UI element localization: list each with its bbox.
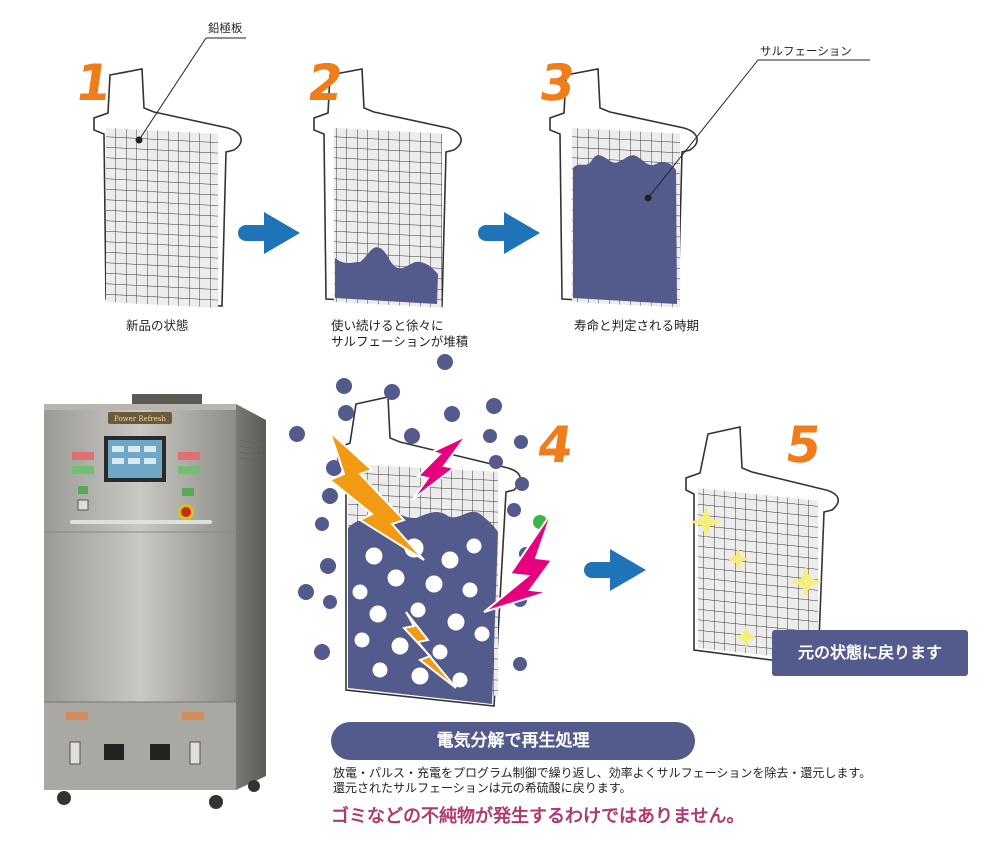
step-number-4: 4 [533,416,577,474]
process-description: 放電・パルス・充電をプログラム制御で繰り返し、効率よくサルフェーションを除去・還… [333,766,872,795]
regeneration-machine: Power Refresh [44,394,266,809]
callout-sulfation: サルフェーション [760,44,852,58]
process-note: ゴミなどの不純物が発生するわけではありません。 [331,806,745,827]
step-3-caption: 寿命と判定される時期 [574,318,700,333]
callout-lead-plate: 鉛極板 [208,21,243,35]
step-2-caption: 使い続けると徐々に サルフェーションが堆積 [331,318,469,349]
right-arrow-icon [584,549,646,591]
process-title: 電気分解で再生処理 [331,722,695,760]
plate-heavy-sulfation [549,59,870,308]
step-number-2: 2 [303,54,347,112]
lightning-bolt-icon [483,511,554,613]
step-number-1: 1 [71,54,115,112]
lightning-bolt-icon [411,435,467,501]
right-arrow-icon [478,212,540,254]
brand-label: Power Refresh [114,415,166,423]
lightning-bolt-icon [402,611,457,689]
step-1-caption: 新品の状態 [126,318,189,333]
plate-partial-sulfation [313,68,462,308]
lightning-bolt-icon [327,428,425,561]
plate-new [93,37,246,308]
result-label: 元の状態に戻ります [772,630,968,676]
right-arrow-icon [238,212,300,254]
step-number-5: 5 [781,416,825,474]
plate-electrolysis [337,396,521,707]
plate-restored [685,426,839,667]
step-number-3: 3 [535,54,579,112]
sparkle-icon [690,506,822,648]
